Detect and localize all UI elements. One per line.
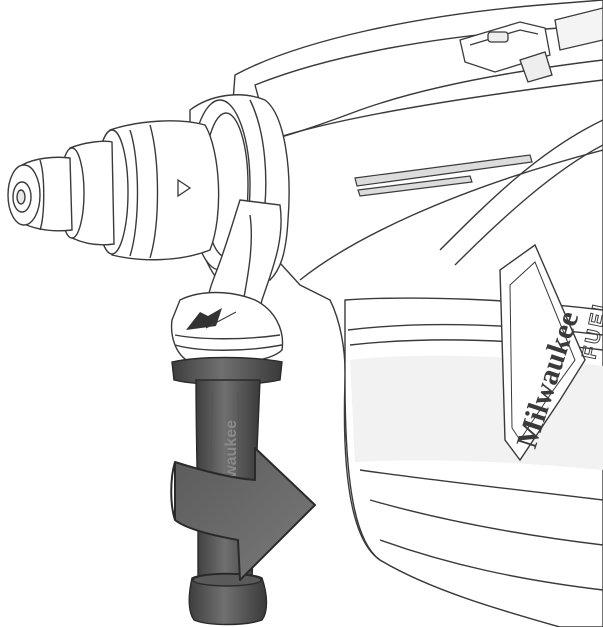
side-handle-clamp <box>170 199 284 365</box>
vent-slots <box>354 154 533 197</box>
tool-housing <box>229 0 603 627</box>
direction-marker-icon <box>177 178 192 198</box>
chuck <box>7 120 220 261</box>
mode-selector <box>459 7 603 83</box>
handle-logo <box>186 308 237 330</box>
rotate-right-arrow-icon <box>170 447 316 581</box>
